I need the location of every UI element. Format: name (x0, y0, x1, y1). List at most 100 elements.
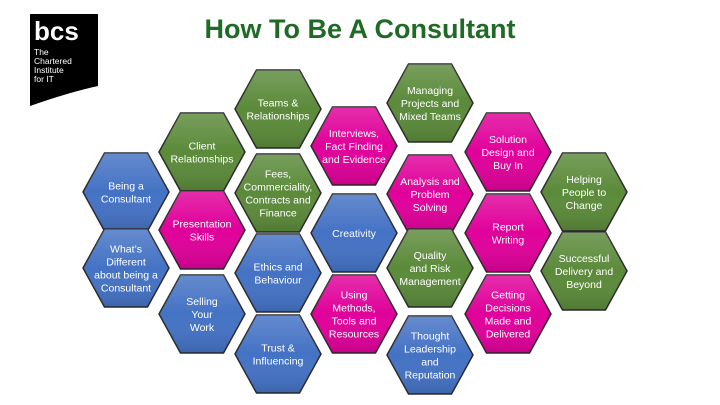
hexagon-shading (235, 154, 321, 232)
hexagon-shading (387, 155, 473, 233)
hexagon-shading (235, 70, 321, 148)
hexagon-teams-relationships: Teams &Relationships (234, 69, 322, 149)
hexagon-label-line: Made and (485, 316, 532, 328)
logo-line: Chartered (34, 56, 72, 66)
hexagon-label-line: Delivery and (555, 266, 614, 278)
hexagon-label-line: Getting (491, 290, 525, 302)
hexagon-label-line: Finance (259, 208, 297, 220)
hexagon-label-line: Successful (559, 253, 610, 265)
hexagon-label-line: Fees, (265, 169, 291, 181)
hexagon-label-line: Fact Finding (325, 141, 383, 153)
logo-mark: bcs (34, 16, 79, 46)
hexagon-trust-influencing: Trust &Influencing (234, 314, 322, 394)
hexagon-shading (311, 194, 397, 272)
hexagon-label-line: Consultant (101, 194, 151, 206)
logo-line: Institute (34, 65, 64, 75)
hexagon-shading (311, 275, 397, 353)
hexagon-label-line: Change (566, 200, 603, 212)
hexagon-shading (311, 107, 397, 185)
hexagon-label-line: Solving (413, 202, 448, 214)
hexagon-shading (159, 191, 245, 269)
hexagon-shading (465, 275, 551, 353)
hexagon-shading (83, 229, 169, 307)
hexagon-shading (235, 315, 321, 393)
hexagon-label-line: People to (562, 187, 607, 199)
hexagon-label-line: Analysis and (400, 176, 460, 188)
hexagon-label-line: Management (399, 276, 460, 288)
hexagon-label-line: Ethics and (253, 262, 302, 274)
logo-line: The (34, 47, 49, 57)
hexagon-label-line: Report (492, 222, 524, 234)
hexagon-label-line: Relationships (170, 154, 233, 166)
hexagon-label-line: Trust & (261, 343, 294, 355)
hexagon-label-line: and Evidence (322, 154, 386, 166)
hexagon-label-line: Leadership (404, 344, 456, 356)
hexagon-shading (387, 316, 473, 394)
hexagon-shading (541, 232, 627, 310)
hexagon-label-line: Methods, (332, 303, 375, 315)
hexagon-shading (159, 275, 245, 353)
hexagon-label-line: Teams & (258, 98, 299, 110)
hexagon-label-line: Resources (329, 329, 379, 341)
page-title: How To Be A Consultant (204, 14, 516, 44)
hexagon-label-line: Contracts and (245, 195, 311, 207)
hexagon-label-line: and (421, 357, 439, 369)
hexagon-label-line: Influencing (253, 356, 304, 368)
hexagon-label-line: Work (190, 322, 215, 334)
hexagon-label-line: Client (189, 141, 216, 153)
hexagon-label-line: Interviews, (329, 128, 379, 140)
hexagon-label-line: and Risk (410, 263, 452, 275)
hexagon-label-line: What’s (110, 244, 142, 256)
hexagon-label-line: Quality (414, 250, 447, 262)
hexagon-shading (541, 153, 627, 231)
hexagon-label-line: Mixed Teams (399, 111, 461, 123)
hexagon-shading (387, 229, 473, 307)
hexagon-label-line: Using (341, 290, 368, 302)
hexagon-label-line: Behaviour (254, 275, 302, 287)
hexagon-label-line: Your (191, 309, 213, 321)
hexagon-shading (235, 234, 321, 312)
hexagon-label-line: Managing (407, 85, 453, 97)
hexagon-label-line: Skills (190, 232, 215, 244)
hexagon-label-line: Writing (492, 235, 525, 247)
hexagon-label-line: Design and (481, 147, 534, 159)
hexagon-label-line: Being a (108, 181, 144, 193)
hexagon-shading (465, 113, 551, 191)
hexagon-shading (387, 64, 473, 142)
hexagon-shading (83, 153, 169, 231)
logo-line: for IT (34, 74, 54, 84)
hexagon-label-line: Helping (566, 174, 602, 186)
hexagon-label-line: Projects and (401, 98, 460, 110)
hexagon-label-line: Tools and (332, 316, 377, 328)
hexagon-label-line: Problem (410, 189, 449, 201)
hexagon-label-line: Decisions (485, 303, 531, 315)
hexagon-label-line: Reputation (405, 370, 456, 382)
hexagon-creativity: Creativity (310, 193, 398, 273)
hexagon-shading (159, 113, 245, 191)
hexagon-label-line: Selling (186, 296, 218, 308)
hexagon-label-line: Beyond (566, 279, 602, 291)
hexagon-label-line: Thought (411, 331, 450, 343)
hexagon-label-line: Commerciality, (244, 182, 313, 194)
hexagon-label-line: Delivered (486, 329, 531, 341)
hexagon-label-line: Consultant (101, 283, 151, 295)
hexagon-label-line: Presentation (173, 219, 232, 231)
